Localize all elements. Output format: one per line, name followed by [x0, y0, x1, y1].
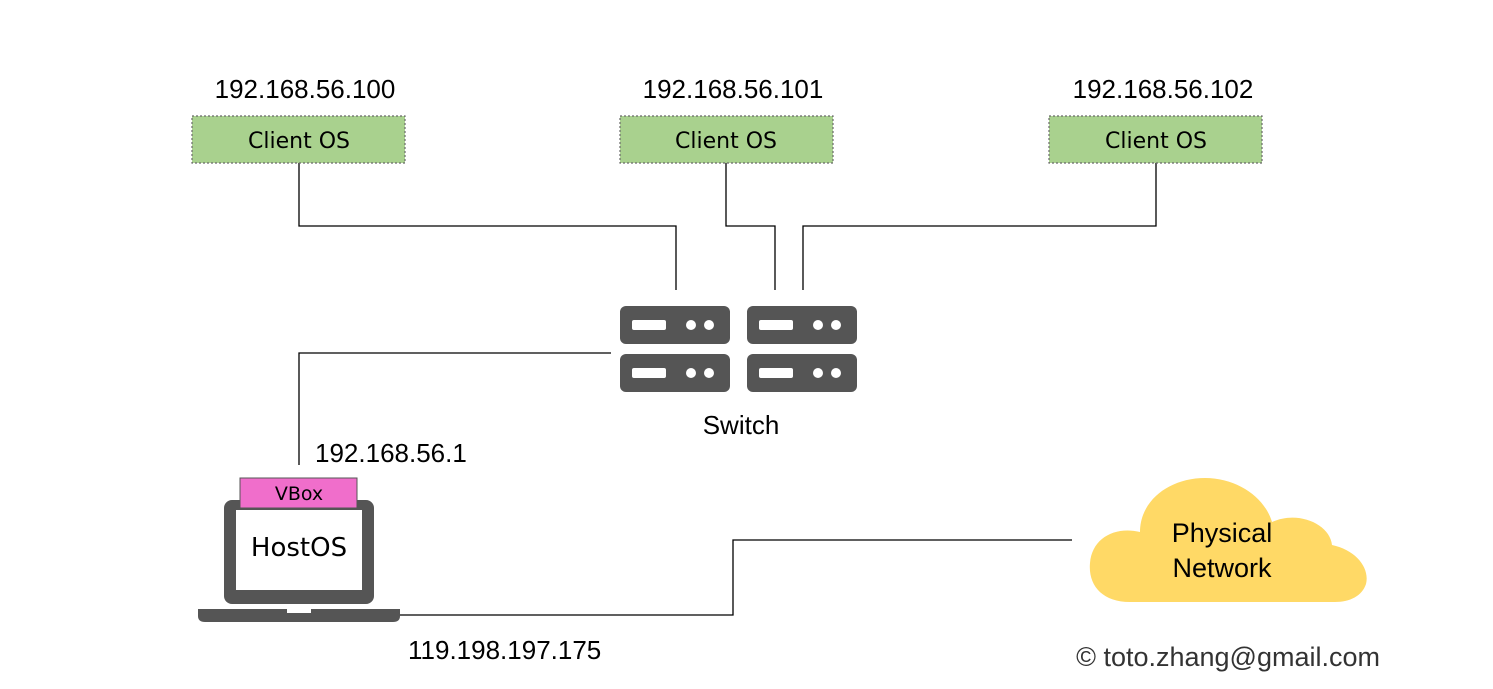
- server-icon: [747, 354, 857, 392]
- cloud-icon: [1089, 478, 1367, 602]
- client-label: Client OS: [248, 129, 350, 154]
- client-3: 192.168.56.102 Client OS: [1048, 74, 1263, 164]
- host-external-ip: 119.198.197.175: [408, 635, 601, 665]
- host: 192.168.56.1 VBox HostOS 119.198.197.175: [198, 438, 601, 665]
- client-ip: 192.168.56.101: [643, 74, 824, 104]
- cloud-label-line1: Physical: [1172, 518, 1273, 548]
- client-1: 192.168.56.100 Client OS: [191, 74, 406, 164]
- server-icon: [620, 306, 730, 344]
- wire-client-1-switch: [298, 163, 677, 290]
- vbox-badge: [239, 477, 358, 509]
- cloud-label-line2: Network: [1172, 553, 1272, 583]
- wire-client-3-switch: [802, 163, 1157, 290]
- client-ip: 192.168.56.102: [1073, 74, 1254, 104]
- vbox-label: VBox: [275, 483, 323, 505]
- wire-host-network: [400, 539, 1072, 616]
- server-icon: [620, 354, 730, 392]
- physical-network: Physical Network: [1089, 478, 1367, 602]
- client-label: Client OS: [1105, 129, 1207, 154]
- wire-client-2-switch: [725, 163, 776, 290]
- switch-label: Switch: [703, 410, 780, 440]
- host-label: HostOS: [251, 533, 347, 563]
- host-internal-ip: 192.168.56.1: [315, 438, 467, 468]
- laptop-icon: [198, 500, 400, 622]
- server-icon: [747, 306, 857, 344]
- connections: [298, 163, 1157, 616]
- client-label: Client OS: [675, 129, 777, 154]
- client-box: [619, 115, 834, 164]
- switch: Switch: [620, 306, 857, 440]
- client-box: [1048, 115, 1263, 164]
- client-ip: 192.168.56.100: [215, 74, 396, 104]
- wire-host-switch: [298, 352, 611, 465]
- copyright-text: © toto.zhang@gmail.com: [1076, 642, 1380, 672]
- client-2: 192.168.56.101 Client OS: [619, 74, 834, 164]
- client-box: [191, 115, 406, 164]
